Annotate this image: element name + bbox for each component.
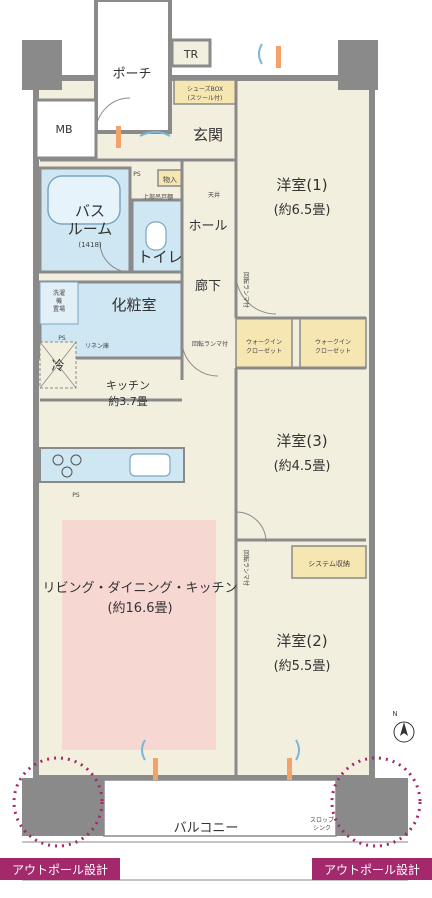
bath-label-1: バス — [75, 202, 105, 220]
pillar-bottom-right — [336, 778, 408, 836]
bedroom3-label: 洋室(3) — [276, 432, 327, 450]
outpole-circle-right — [330, 756, 422, 848]
ldk-size-label: (約16.6畳) — [107, 601, 172, 616]
outpole-left-label: アウトポール設計 — [12, 862, 108, 877]
airflow-arrows — [116, 43, 300, 780]
shoes-box-label: シューズBOX — [187, 85, 223, 93]
walkin2-label-2: クローゼット — [315, 347, 351, 355]
walkin1-label-2: クローゼット — [246, 347, 282, 355]
ps1-label: PS — [133, 171, 141, 178]
system-storage — [291, 545, 367, 579]
tr-label: TR — [183, 48, 199, 61]
bath-size-label: (1418) — [78, 241, 102, 249]
stove-burner-2 — [70, 454, 82, 466]
mb-label: MB — [55, 123, 72, 136]
lamp-label-1: 回転ランマ付 — [242, 272, 250, 308]
ps2-label: PS — [58, 335, 66, 342]
walkin2-label-1: ウォークイン — [315, 338, 351, 346]
living-highlight — [62, 520, 216, 750]
porch-label-1: ポーチ — [112, 67, 151, 82]
bathtub — [47, 175, 121, 225]
tr-box — [170, 38, 212, 68]
ceiling-storage-label: 上部吊戸棚 — [143, 193, 173, 201]
corridor-label: 廊下 — [195, 278, 221, 294]
walkin1-label-1: ウォークイン — [246, 338, 282, 346]
storage-closet-label: 物入 — [163, 175, 177, 184]
linen-shelf-label: リネン庫 — [85, 342, 109, 350]
north-label: N — [392, 710, 397, 718]
ps3-label: PS — [72, 492, 80, 499]
shoes-box-sub-label: (スツール付) — [188, 94, 223, 102]
mb-box — [34, 98, 98, 160]
outpole-circle-left — [12, 756, 104, 848]
toilet-label: トイレ — [137, 248, 182, 266]
stove-burner-1 — [52, 454, 64, 466]
slop-sink-label-1: スロップ — [310, 817, 334, 824]
system-storage-label: システム収納 — [308, 559, 350, 568]
bedroom1-label: 洋室(1) — [276, 176, 327, 194]
outpole-right-label: アウトポール設計 — [324, 862, 420, 877]
lamp-label-3: 回転ランマ付 — [242, 550, 250, 586]
hall-label: ホール — [188, 219, 227, 234]
powder-room-label: 化粧室 — [111, 296, 156, 314]
ldk-label: リビング・ダイニング・キッチン — [42, 581, 237, 596]
lamp-label-2: 回転ランマ付 — [192, 340, 228, 348]
washer-label-2: 機 — [56, 297, 62, 305]
bedroom2-label: 洋室(2) — [276, 632, 327, 650]
kitchen-label: キッチン — [106, 379, 150, 392]
walkin-closet-1 — [235, 317, 293, 369]
door-swings — [95, 97, 277, 543]
washer-label-3: 置場 — [53, 305, 65, 313]
pillar-top-right — [338, 40, 378, 90]
balcony-area — [103, 779, 337, 837]
sink-basin — [129, 453, 171, 477]
ceiling-storage-2-label: 天井 — [208, 191, 220, 199]
internal-walls — [40, 78, 366, 778]
toilet-bowl — [145, 221, 167, 251]
pillar-top-left — [22, 40, 62, 90]
balcony-label: バルコニー — [174, 821, 239, 836]
bath-label-2: ルーム — [68, 220, 113, 238]
kitchen-size-label: 約3.7畳 — [108, 394, 148, 408]
outpole-badge-left — [0, 858, 120, 880]
outpole-badge-right — [312, 858, 432, 880]
fridge-label: 冷 — [51, 359, 64, 374]
entrance-label: 玄関 — [193, 126, 223, 144]
washer-space — [39, 281, 79, 325]
shoes-box — [173, 79, 237, 105]
stove-burner-3 — [61, 466, 73, 478]
pillar-bottom-left — [22, 778, 104, 836]
bedroom2-size-label: (約5.5畳) — [274, 659, 331, 674]
slop-sink-label-2: シンク — [313, 825, 331, 832]
porch-area — [94, 0, 172, 134]
bedroom1-size-label: (約6.5畳) — [274, 203, 331, 218]
washer-label-1: 洗濯 — [53, 289, 65, 297]
bedroom3-size-label: (約4.5畳) — [274, 459, 331, 474]
